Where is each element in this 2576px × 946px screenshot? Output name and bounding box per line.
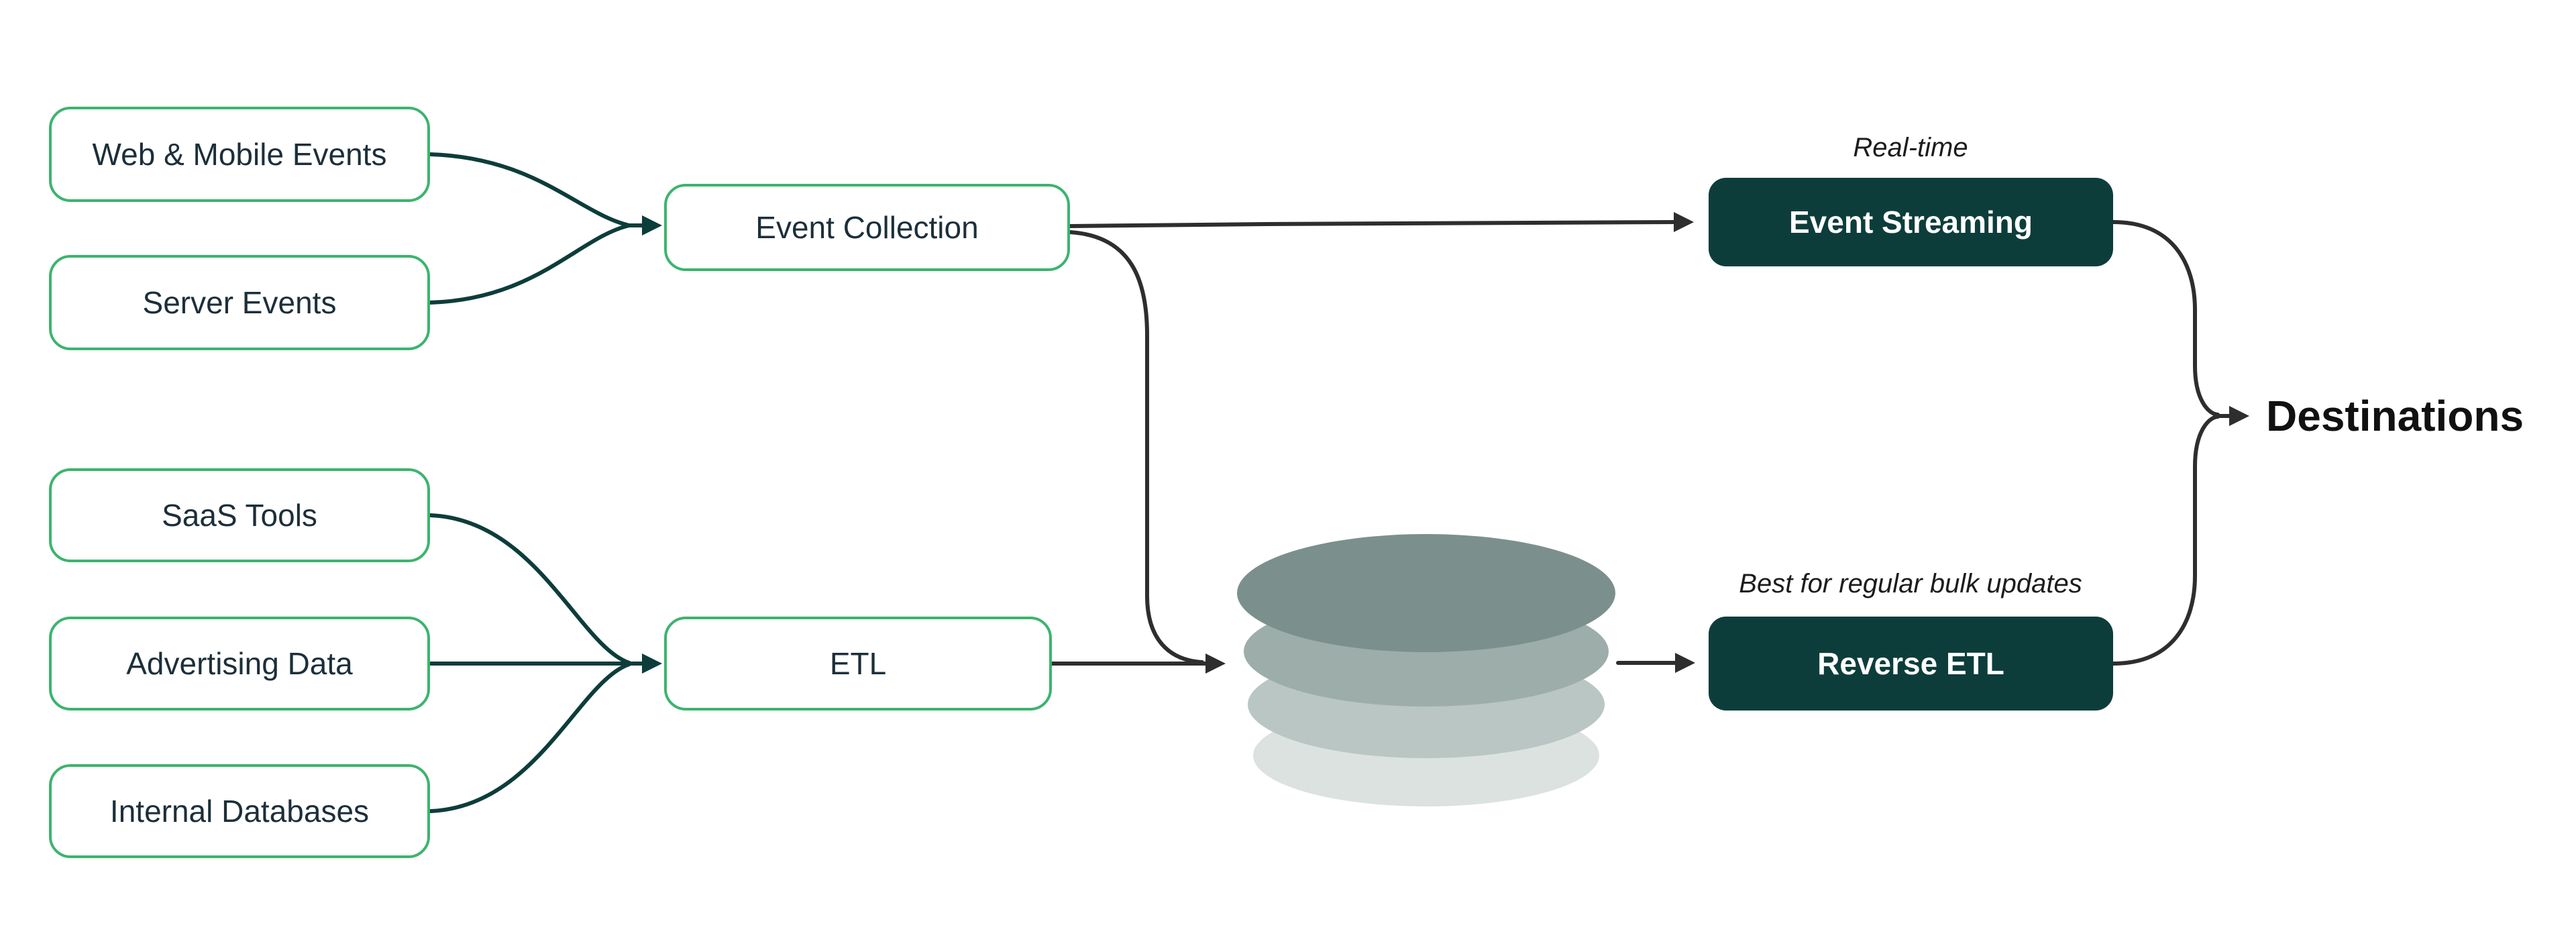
destinations-label: Destinations <box>2266 392 2524 440</box>
source-box-advertising-data: Advertising Data <box>49 617 430 711</box>
reverse-etl-label: Reverse ETL <box>1817 646 2004 681</box>
database-icon <box>1237 534 1615 806</box>
source-box-web-mobile-events: Web & Mobile Events <box>49 107 430 202</box>
etl-label: ETL <box>829 646 887 681</box>
etl-box: ETL <box>664 617 1052 711</box>
event-streaming-box: Event Streaming <box>1709 178 2113 266</box>
source-box-saas-tools: SaaS Tools <box>49 468 430 562</box>
source-box-server-events: Server Events <box>49 255 430 350</box>
annotation-bulk-updates: Best for regular bulk updates <box>1739 569 2082 598</box>
connector-collection-to-warehouse <box>1068 230 1204 664</box>
event-collection-box: Event Collection <box>664 184 1070 271</box>
event-streaming-label: Event Streaming <box>1789 205 2033 240</box>
connector-saas-to-etl <box>428 513 631 665</box>
connector-web-events-to-collection <box>428 152 631 227</box>
source-label: Advertising Data <box>126 646 353 681</box>
connector-server-events-to-collection <box>428 223 631 305</box>
reverse-etl-box: Reverse ETL <box>1709 617 2113 711</box>
source-box-internal-databases: Internal Databases <box>49 764 430 858</box>
connector-databases-to-etl <box>428 662 631 813</box>
source-label: SaaS Tools <box>162 498 317 533</box>
event-collection-label: Event Collection <box>755 210 979 245</box>
annotation-real-time: Real-time <box>1853 133 1968 162</box>
connector-streaming-to-destinations <box>2111 220 2220 417</box>
source-label: Web & Mobile Events <box>92 137 387 172</box>
connector-collection-to-streaming <box>1068 212 1694 233</box>
connector-reverse-etl-to-destinations <box>2111 415 2220 666</box>
source-label: Internal Databases <box>109 794 370 829</box>
source-label: Server Events <box>142 285 337 320</box>
